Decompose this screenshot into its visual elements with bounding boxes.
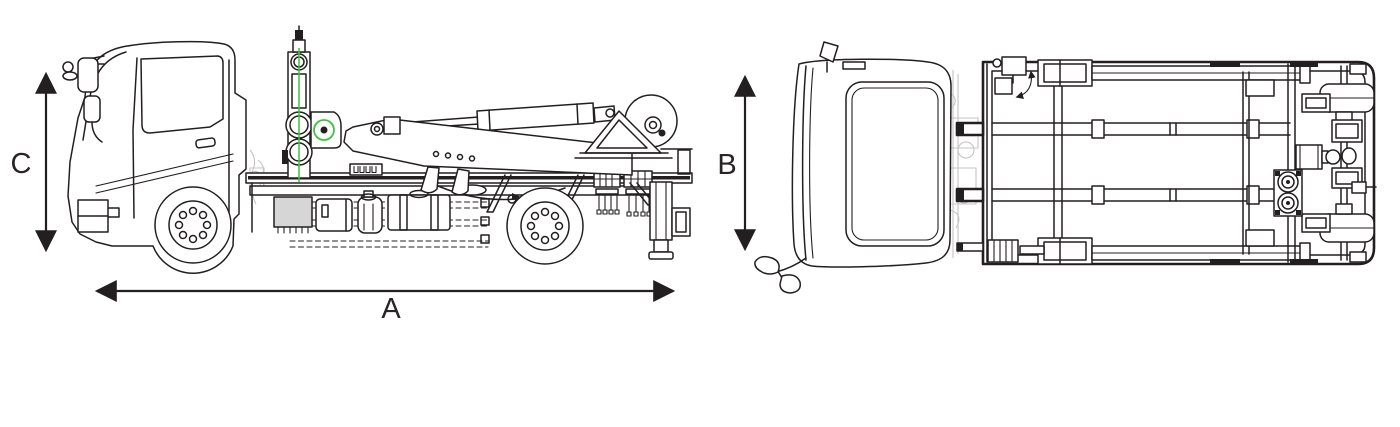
mirror-top-left	[819, 41, 866, 73]
rear-stabilizer-leg	[629, 181, 691, 260]
cab-top	[754, 41, 952, 294]
hook-tooth	[420, 166, 440, 194]
rear-light-modules	[593, 170, 653, 217]
rear-wheel	[506, 187, 584, 265]
dimension-c: C	[11, 71, 57, 253]
control-device	[992, 56, 1036, 99]
edge-cleats	[1210, 62, 1318, 264]
tool-box	[315, 198, 353, 232]
chassis-detail-top	[947, 70, 979, 258]
arm-beam	[343, 118, 633, 176]
cab-roof-panel	[845, 81, 945, 247]
truck-side-view: C	[11, 25, 693, 325]
winch-block	[956, 239, 1045, 263]
underbody-equipment	[273, 184, 566, 244]
dimension-b: B	[717, 74, 756, 252]
hydraulic-motor	[1295, 144, 1341, 170]
flatbed-top	[955, 56, 1377, 266]
bracket-ring-green	[313, 119, 335, 141]
rear-cross-bars	[1242, 63, 1296, 263]
cylinder-top	[1037, 59, 1311, 87]
lift-cylinder	[476, 102, 595, 132]
rear-axle-assembly	[1301, 63, 1377, 263]
battery-box	[273, 196, 313, 228]
cylinder-bottom	[1037, 237, 1311, 265]
beltline-trim	[95, 153, 234, 194]
cross-member	[1053, 70, 1063, 256]
swing-arrow	[1015, 70, 1036, 99]
truck-top-view: B	[717, 41, 1377, 294]
front-wheel	[154, 186, 232, 264]
hook-arm	[343, 94, 693, 196]
fuel-tank	[387, 194, 451, 231]
mirror-cluster	[62, 55, 105, 143]
door-seam	[132, 57, 138, 219]
hook-tooth	[451, 168, 470, 196]
longitudinal-rails	[991, 119, 1291, 205]
dimension-c-label: C	[11, 148, 32, 180]
jib-mast	[282, 25, 342, 182]
mirror-bottom-left	[754, 255, 807, 294]
pulley-block	[1273, 169, 1303, 217]
reservoir-tank	[357, 196, 383, 234]
side-window	[140, 55, 224, 134]
dimension-a: A	[94, 280, 676, 325]
door-handle	[195, 137, 216, 149]
dimension-a-label: A	[381, 293, 401, 325]
dimension-b-label: B	[717, 149, 736, 181]
